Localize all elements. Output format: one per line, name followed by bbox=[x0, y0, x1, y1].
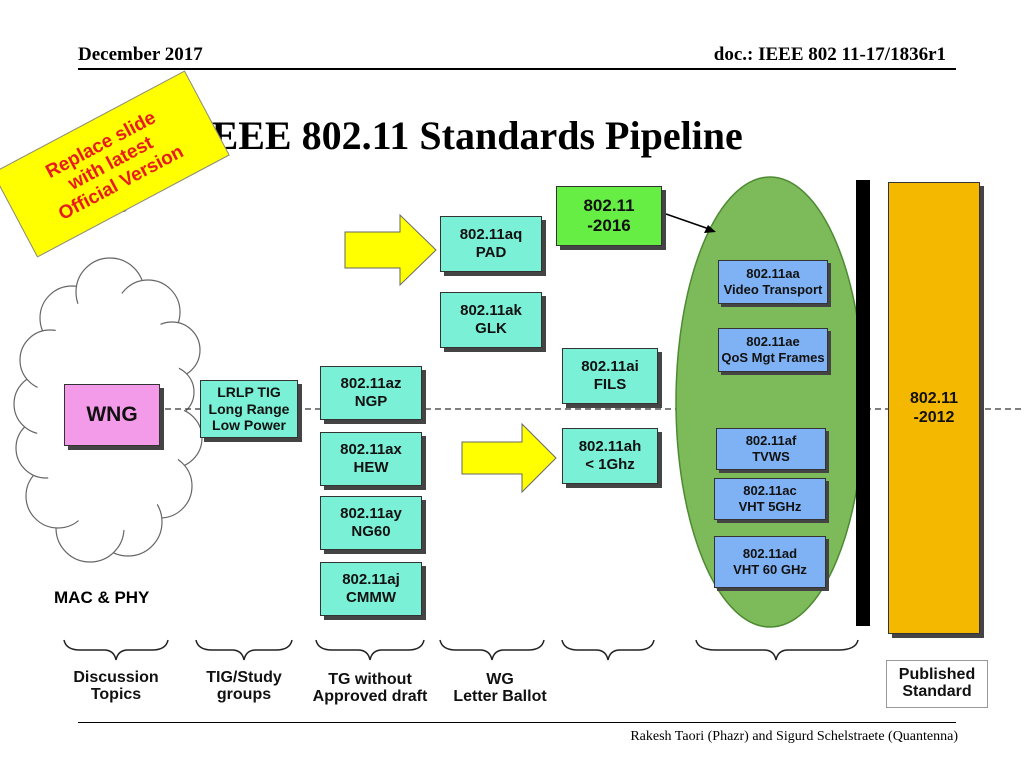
stage-line-1: TG without bbox=[328, 671, 412, 688]
box-name: 802.11aa bbox=[746, 266, 800, 282]
oval-box-ae: 802.11ae QoS Mgt Frames bbox=[718, 328, 828, 372]
box-name: 802.11af bbox=[745, 433, 797, 449]
footer-rule bbox=[78, 722, 956, 723]
box-sub: PAD bbox=[475, 244, 507, 261]
oval-box-ac: 802.11ac VHT 5GHz bbox=[714, 478, 826, 520]
stage-line-2: Approved draft bbox=[312, 687, 428, 705]
box-name: 802.11ae bbox=[746, 334, 800, 350]
box-sub: HEW bbox=[353, 459, 389, 476]
tig-box-lrlp: LRLP TIG Long Range Low Power bbox=[200, 380, 298, 438]
footer-authors: Rakesh Taori (Phazr) and Sigurd Schelstr… bbox=[630, 729, 958, 744]
sb-box-ah: 802.11ah < 1Ghz bbox=[562, 428, 658, 484]
stage-line-1: WG bbox=[486, 671, 514, 688]
stage-label-published: Published Standard bbox=[886, 660, 988, 708]
oval-box-aa: 802.11aa Video Transport bbox=[718, 260, 828, 304]
revision-2012-box: 802.11 -2012 bbox=[888, 182, 980, 634]
stage-line-1: Discussion bbox=[73, 669, 159, 686]
stage-label-discussion: Discussion Topics bbox=[56, 669, 176, 704]
header-date: December 2017 bbox=[78, 44, 203, 65]
box-sub: NGP bbox=[354, 393, 388, 410]
box-name: 802.11ai bbox=[581, 358, 639, 375]
stage-line-1: TIG/Study bbox=[206, 669, 282, 686]
wg-box-aq: 802.11aq PAD bbox=[440, 216, 542, 272]
wng-label: WNG bbox=[86, 403, 138, 427]
tg-box-aj: 802.11aj CMMW bbox=[320, 562, 422, 616]
box-sub: GLK bbox=[475, 320, 507, 337]
box-sub: NG60 bbox=[351, 523, 391, 540]
box-name: 802.11aq bbox=[459, 226, 523, 243]
rollup-bar bbox=[856, 180, 870, 626]
stage-label-wg: WG Letter Ballot bbox=[436, 671, 564, 706]
tg-box-ay: 802.11ay NG60 bbox=[320, 496, 422, 550]
revision-2016-box: 802.11 -2016 bbox=[556, 186, 662, 246]
box-name: 802.11az bbox=[340, 375, 402, 392]
box-sub: < 1Ghz bbox=[585, 456, 635, 473]
box-sub: VHT 60 GHz bbox=[733, 562, 807, 577]
tig-line-2: Long Range bbox=[208, 400, 290, 417]
header-doc-id: doc.: IEEE 802 11-17/1836r1 bbox=[713, 44, 946, 65]
tig-line-3: Low Power bbox=[212, 417, 286, 434]
wg-box-ak: 802.11ak GLK bbox=[440, 292, 542, 348]
box-name: 802.11ak bbox=[460, 302, 522, 319]
box-name: 802.11ad bbox=[742, 546, 798, 562]
oval-box-ad: 802.11ad VHT 60 GHz bbox=[714, 536, 826, 588]
stage-line-1: Published bbox=[898, 666, 976, 683]
box-sub: FILS bbox=[593, 376, 627, 393]
box-name: 802.11ay bbox=[340, 505, 402, 522]
page-title: IEEE 802.11 Standards Pipeline bbox=[196, 113, 743, 158]
wng-box: WNG bbox=[64, 384, 160, 446]
stage-line-2: groups bbox=[216, 685, 272, 703]
box-sub: CMMW bbox=[346, 589, 396, 606]
tg-box-ax: 802.11ax HEW bbox=[320, 432, 422, 486]
box-sub: QoS Mgt Frames bbox=[721, 350, 825, 365]
arrow-to-ah bbox=[461, 422, 557, 494]
arrow-to-aq bbox=[344, 213, 437, 287]
stage-line-2: Topics bbox=[90, 685, 142, 703]
header-rule bbox=[78, 68, 956, 70]
arrow-2016-connector bbox=[665, 213, 713, 231]
stage-label-tig: TIG/Study groups bbox=[184, 669, 304, 704]
stage-label-tg: TG without Approved draft bbox=[302, 671, 438, 706]
box-sub: Video Transport bbox=[723, 282, 823, 297]
rev-2012-line-1: 802.11 bbox=[909, 390, 959, 407]
rev-2016-line-1: 802.11 bbox=[583, 195, 635, 215]
tg-box-az: 802.11az NGP bbox=[320, 366, 422, 420]
box-name: 802.11ac bbox=[743, 483, 797, 499]
box-sub: TVWS bbox=[752, 449, 790, 464]
tig-line-1: LRLP TIG bbox=[217, 383, 281, 400]
box-name: 802.11ax bbox=[340, 441, 402, 458]
box-name: 802.11aj bbox=[342, 571, 400, 588]
rev-2016-line-2: -2016 bbox=[587, 216, 631, 235]
mac-phy-label: MAC & PHY bbox=[54, 588, 150, 607]
sb-box-ai: 802.11ai FILS bbox=[562, 348, 658, 404]
oval-box-af: 802.11af TVWS bbox=[716, 428, 826, 470]
box-sub: VHT 5GHz bbox=[738, 499, 802, 514]
stage-line-2: Standard bbox=[902, 682, 972, 700]
stage-line-2: Letter Ballot bbox=[453, 687, 547, 705]
brace-marks bbox=[63, 639, 859, 661]
box-name: 802.11ah bbox=[578, 438, 642, 455]
rev-2012-line-2: -2012 bbox=[913, 409, 955, 427]
